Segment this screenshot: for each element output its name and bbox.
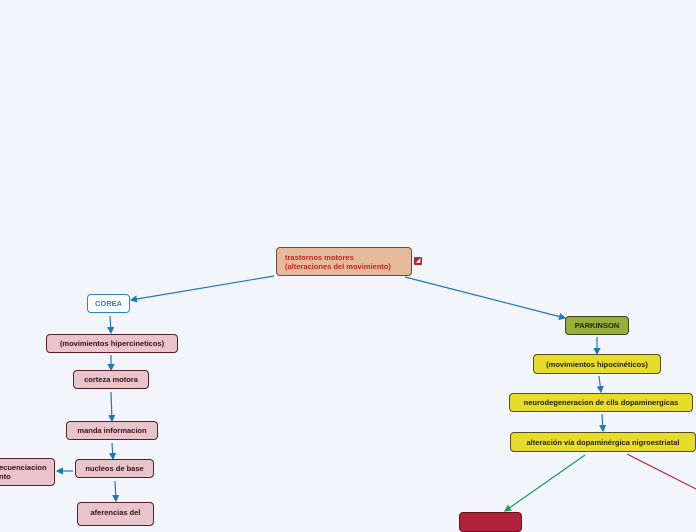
link-manda-nucleos	[109, 442, 117, 461]
neurodegeneracion-label: neurodegeneracion de clls dopaminergicas	[523, 398, 679, 407]
root-title-line2: (alteraciones del movimiento)	[285, 261, 391, 271]
corea-node[interactable]: COREA	[87, 294, 130, 313]
link-alteracion-green	[504, 454, 586, 512]
corteza-motora-node[interactable]: corteza motora	[73, 370, 149, 389]
alteracion-via-node[interactable]: alteración vía dopaminérgica nigroestria…	[510, 432, 696, 452]
link-hipo-neuro	[596, 375, 604, 394]
root-node[interactable]: trastornos motores (alteraciones del mov…	[276, 247, 412, 276]
link-corteza-manda	[108, 391, 116, 423]
neurodegeneracion-node[interactable]: neurodegeneracion de clls dopaminergicas	[509, 393, 693, 412]
secuenciacion-label-line1: ecuenciacion	[0, 463, 47, 472]
aferencias-label: aferencias del	[90, 508, 141, 517]
alteracion-via-label: alteración vía dopaminérgica nigroestria…	[526, 437, 680, 447]
link-neuro-alteracion	[599, 413, 607, 433]
aferencias-node[interactable]: aferencias del	[77, 502, 154, 526]
corea-label: COREA	[94, 299, 123, 308]
manda-informacion-node[interactable]: manda informacion	[66, 421, 158, 440]
hipercineticos-node[interactable]: (movimientos hipercineticos)	[46, 334, 178, 353]
shape-icon[interactable]: ◢	[414, 257, 422, 265]
root-title-line1: trastornos motores	[285, 252, 354, 262]
link-corea-hiper	[107, 315, 115, 335]
manda-informacion-label: manda informacion	[77, 426, 147, 435]
cut-off-node[interactable]	[459, 512, 522, 532]
secuenciacion-node[interactable]: ecuenciacion nto	[0, 458, 55, 486]
hipocineticos-label: (movimientos hipocinéticos)	[546, 359, 648, 369]
secuenciacion-label-line2: nto	[0, 472, 11, 481]
nucleos-de-base-label: nucleos de base	[85, 464, 144, 473]
link-root-corea	[129, 275, 275, 303]
nucleos-de-base-node[interactable]: nucleos de base	[75, 459, 154, 478]
parkinson-label: PARKINSON	[574, 321, 620, 330]
corteza-motora-label: corteza motora	[84, 375, 138, 384]
parkinson-node[interactable]: PARKINSON	[565, 316, 629, 335]
hipocineticos-node[interactable]: (movimientos hipocinéticos)	[533, 354, 661, 374]
connector-lines	[55, 275, 696, 512]
link-alteracion-red	[626, 453, 696, 490]
hipercineticos-label: (movimientos hipercineticos)	[59, 339, 165, 348]
link-nucleos-aferencias	[112, 480, 120, 503]
link-root-parkinson	[404, 276, 567, 320]
